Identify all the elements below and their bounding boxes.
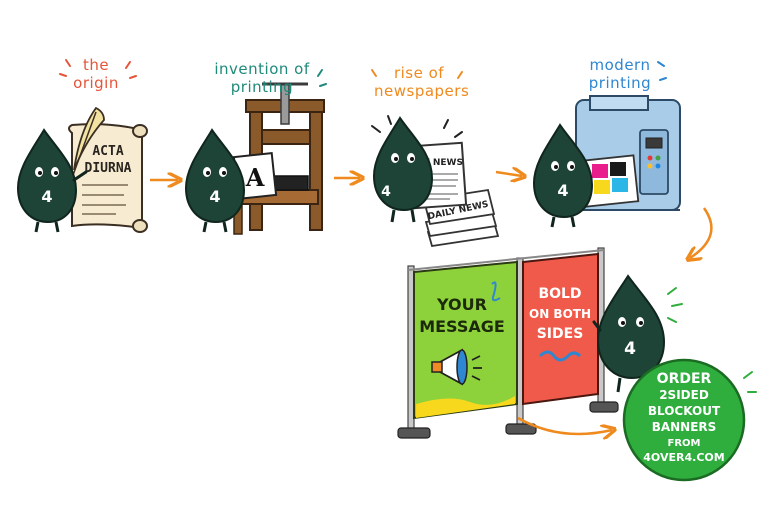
mascot-printing: 4: [184, 128, 246, 233]
caption-modern-line2: printing: [588, 74, 652, 92]
scroll-text-line1: ACTA: [92, 144, 123, 159]
scroll-illustration: ACTA DIURNA: [68, 123, 148, 233]
cta-line3: BLOCKOUT: [648, 404, 721, 418]
banner-right-line2: ON BOTH: [529, 307, 591, 321]
newspaper-title: DAILY NEWS: [401, 158, 463, 168]
step-modern-printing: 4: [532, 95, 681, 228]
caption-origin-line1: the: [82, 56, 110, 74]
sparkle-lines: [667, 287, 683, 323]
banner-right-line1: BOLD: [538, 286, 581, 302]
cta-line2: 2SIDED: [659, 388, 709, 402]
caption-origin-line2: origin: [73, 74, 119, 92]
mascot-modern: 4: [532, 123, 594, 228]
caption-newspapers-line1: rise of: [393, 64, 445, 82]
banner-left-line1: YOUR: [436, 295, 487, 314]
banner-left-line2: MESSAGE: [419, 317, 505, 336]
quill-icon: [71, 106, 105, 179]
caption-accent-lines: [59, 59, 667, 87]
printing-press-illustration: [227, 82, 325, 235]
mascot-banner: 4: [592, 274, 666, 393]
banner-panel-right: [522, 252, 599, 406]
mascot-number: 4: [41, 187, 52, 206]
arrow-curved-down-icon: [690, 207, 713, 258]
mascot-number: 4: [557, 181, 568, 200]
mascot-newspapers: 4: [372, 116, 434, 223]
printed-letter: A: [245, 163, 265, 192]
cta-line5: FROM: [668, 438, 701, 449]
caption-newspapers: rise of newspapers: [374, 64, 470, 100]
cta-badge: ORDER 2SIDED BLOCKOUT BANNERS FROM 4OVER…: [622, 358, 746, 482]
step-printing-press: A 4: [184, 82, 325, 235]
step-origin: ACTA DIURNA 4: [16, 106, 148, 233]
excitement-lines: [371, 115, 463, 138]
caption-origin: the origin: [60, 56, 132, 92]
cta-sparkle-lines: [743, 371, 757, 393]
scroll-text-line2: DIURNA: [85, 161, 132, 176]
arrow-right-icon: [495, 172, 522, 176]
cta-line1: ORDER: [657, 371, 712, 387]
step-newspapers: DAILY NEWS DAILY NEWS 4: [371, 115, 500, 248]
caption-modern: modern printing: [582, 56, 658, 92]
digital-printer: [575, 95, 681, 211]
mascot-number: 4: [381, 184, 391, 200]
arrow-to-cta-icon: [517, 416, 612, 434]
banner-stand: YOUR MESSAGE BOLD ON BOTH SIDES: [397, 247, 619, 439]
caption-printing: invention of printing: [206, 60, 318, 96]
caption-printing-line2: printing: [230, 78, 294, 96]
caption-printing-line1: invention of: [214, 60, 310, 78]
cta-line4: BANNERS: [652, 420, 717, 434]
cta-line6: 4OVER4.COM: [643, 451, 724, 464]
mascot-number: 4: [624, 339, 636, 359]
caption-newspapers-line2: newspapers: [374, 82, 470, 100]
banner-panel-left: [413, 260, 518, 420]
caption-modern-line1: modern: [589, 56, 651, 74]
megaphone-icon: [431, 348, 482, 386]
mascot-origin: 4: [16, 128, 88, 233]
mascot-number: 4: [209, 187, 220, 206]
banner-right-line3: SIDES: [537, 326, 584, 342]
